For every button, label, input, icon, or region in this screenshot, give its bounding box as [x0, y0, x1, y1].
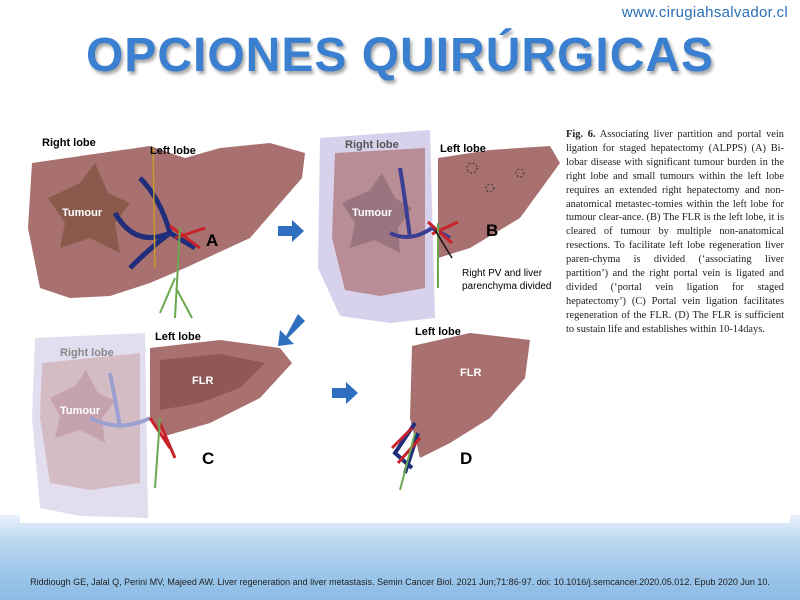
liver-b	[438, 146, 560, 258]
label-panel-d: D	[460, 449, 472, 468]
portal-vein-a	[112, 176, 197, 270]
vessels-c	[148, 417, 177, 459]
label-right-lobe-c: Right lobe	[60, 347, 114, 359]
bile-duct-c	[154, 417, 161, 489]
label-left-lobe-a: Left lobe	[150, 145, 196, 157]
label-panel-a: A	[206, 231, 218, 250]
partition-line-a	[152, 147, 156, 269]
label-left-lobe-c: Left lobe	[155, 331, 201, 343]
bile-duct-d	[399, 432, 416, 491]
panel-c: Right lobe Left lobe Tumour FLR C	[32, 331, 292, 518]
website-url: www.cirugiahsalvador.cl	[621, 4, 788, 21]
slide-title: OPCIONES QUIRÚRGICAS	[85, 29, 715, 82]
caption-label: Fig. 6.	[566, 129, 596, 140]
liver-d	[410, 333, 530, 458]
resected-tumour-3	[485, 183, 495, 193]
alpps-figure: Right lobe Left lobe Tumour A Right lobe…	[20, 118, 790, 523]
label-flr-d: FLR	[460, 367, 481, 379]
panel-a: Right lobe Left lobe Tumour A	[28, 137, 305, 319]
label-panel-c: C	[202, 449, 214, 468]
figure-caption: Fig. 6. Associating liver partition and …	[566, 128, 784, 337]
flr-c	[160, 354, 265, 410]
tumour-a	[48, 163, 130, 253]
caption-text: Associating liver partition and portal v…	[566, 129, 785, 335]
resected-tumour-1	[466, 162, 478, 174]
annotation-pointer	[434, 229, 453, 259]
portal-vein-c	[89, 372, 151, 429]
resected-tumour-2	[515, 168, 525, 178]
arrow-right-icon-2	[332, 382, 358, 404]
label-tumour-b: Tumour	[352, 207, 393, 219]
alpps-diagram: Right lobe Left lobe Tumour A Right lobe…	[28, 130, 560, 518]
artery-d	[390, 426, 422, 464]
label-flr-c: FLR	[192, 375, 213, 387]
tumour-c	[50, 370, 115, 443]
label-tumour-c: Tumour	[60, 405, 101, 417]
label-right-lobe-a: Right lobe	[42, 137, 96, 149]
footer-band	[0, 515, 800, 600]
arrow-down-left-icon	[278, 314, 305, 346]
annotation-line-1: Right PV and liver	[462, 268, 543, 279]
label-panel-b: B	[486, 221, 498, 240]
annotation-line-2: parenchyma divided	[462, 281, 552, 292]
bile-duct-a	[159, 227, 193, 319]
label-tumour-a: Tumour	[62, 207, 103, 219]
citation-reference: Riddiough GE, Jalal Q, Perini MV, Majeed…	[30, 577, 770, 587]
label-left-lobe-d: Left lobe	[415, 326, 461, 338]
label-left-lobe-b: Left lobe	[440, 143, 486, 155]
panel-b: Right lobe Left lobe Tumour B Right PV a…	[318, 130, 560, 323]
arrow-right-icon	[278, 220, 304, 242]
label-right-lobe-b: Right lobe	[345, 139, 399, 151]
panel-d: Left lobe FLR D	[390, 326, 530, 491]
